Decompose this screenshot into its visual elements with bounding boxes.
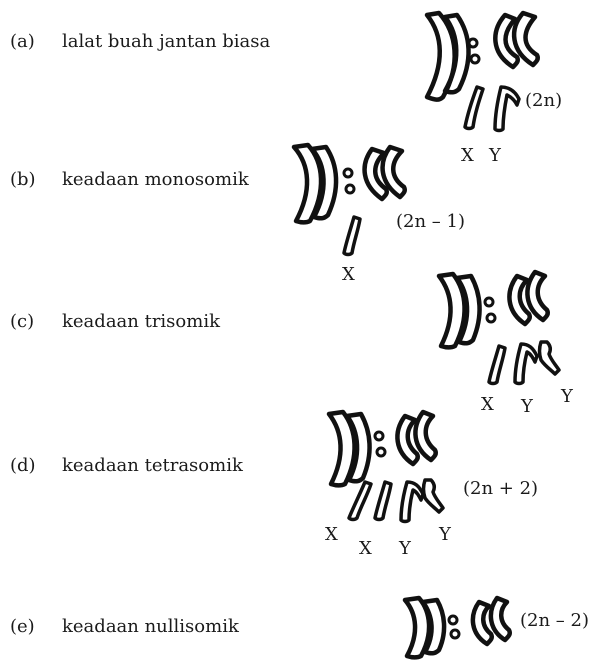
row-description: keadaan nullisomik [62,616,239,638]
sex-label-y: Y [488,145,502,166]
row-d-label: (d) keadaan tetrasomik [10,455,310,477]
formula-label: (2n – 1) [396,211,465,232]
formula-label: (2n + 2) [463,478,538,499]
y-chromosome [495,87,519,131]
formula-label: (2n) [525,90,562,111]
chromosome-pair-right [495,13,537,67]
row-description: keadaan monosomik [62,169,249,191]
sex-label-x: X [359,538,372,559]
y-chromosome [424,480,444,512]
row-letter: (c) [10,311,34,333]
row-description: keadaan tetrasomik [62,455,243,477]
sex-label-x: X [325,524,338,545]
chromosome-pair-left [405,598,444,658]
y-chromosome [401,482,423,522]
row-e-label: (e) keadaan nullisomik [10,616,310,638]
chromosome-pair-left [427,13,469,100]
y-chromosome [515,344,537,384]
row-letter: (e) [10,616,35,638]
dot-chromosomes [449,616,459,638]
x-chromosome [465,87,483,129]
sex-label-x: X [342,264,355,285]
x-chromosome [375,482,391,520]
row-letter: (a) [10,31,35,53]
y-chromosome [540,342,560,374]
dot-chromosomes [375,432,385,456]
dot-chromosomes [485,298,495,322]
karyotype-c: X Y Y [425,262,590,422]
chromosome-pair-left [439,274,480,348]
x-chromosome [344,217,360,255]
row-description: lalat buah jantan biasa [62,31,270,53]
formula-label: (2n – 2) [520,610,589,631]
row-letter: (b) [10,169,36,191]
sex-label-y: Y [398,538,412,559]
chromosome-pair-right [473,598,510,644]
chromosome-pair-left [294,145,336,223]
dot-chromosomes [344,169,354,193]
row-letter: (d) [10,455,36,477]
sex-label-y: Y [438,524,452,545]
chromosome-pair-right [365,147,405,199]
chromosome-pair-right [509,272,547,324]
row-b-label: (b) keadaan monosomik [10,169,310,191]
chromosome-pair-left [329,412,370,486]
x-chromosome [349,482,371,520]
x-chromosome [489,346,505,384]
row-description: keadaan trisomik [62,311,220,333]
karyotype-d: (2n + 2) X X Y Y [315,402,575,562]
karyotype-e: (2n – 2) [395,590,595,665]
chromosome-pair-right [397,412,435,464]
row-c-label: (c) keadaan trisomik [10,311,310,333]
row-a-label: (a) lalat buah jantan biasa [10,31,310,53]
